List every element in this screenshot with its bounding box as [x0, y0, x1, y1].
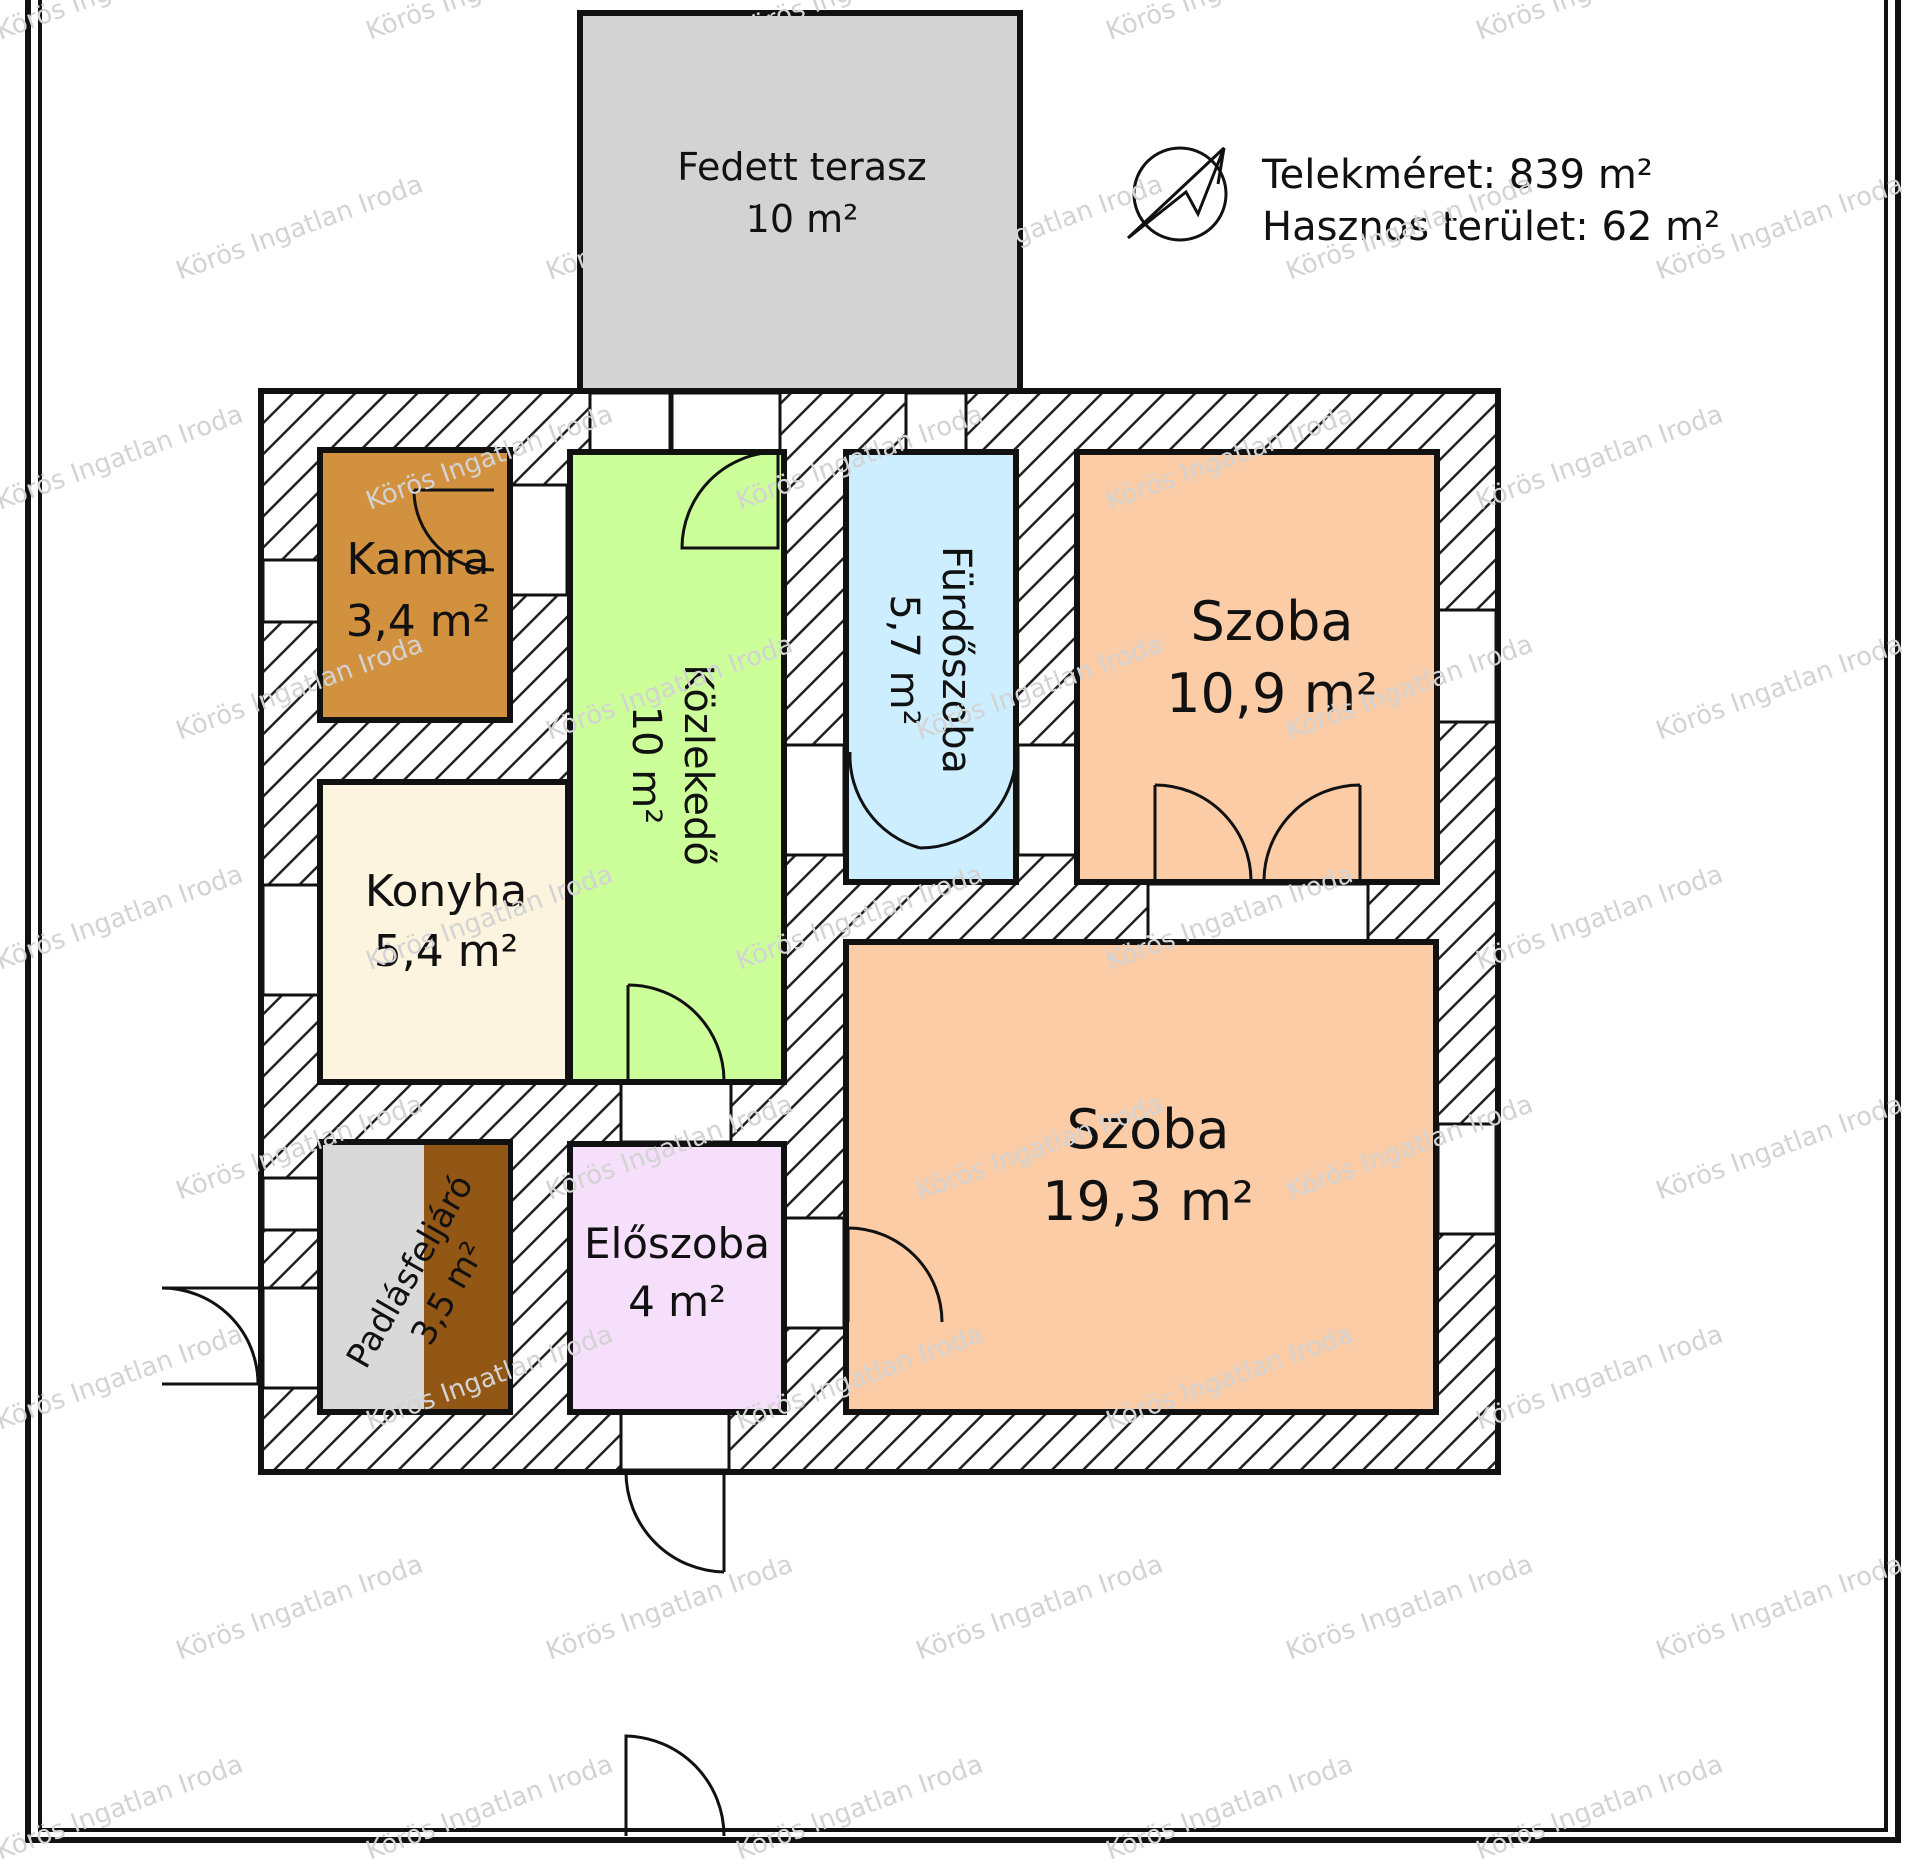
watermark-text: Körös Ingatlan Iroda — [1652, 1549, 1907, 1666]
room-kitchen: Konyha 5,4 m² — [317, 779, 571, 1085]
watermark-text: Körös Ingatlan Iroda — [732, 1749, 987, 1866]
watermark-text: Körös Ingatlan Iroda — [542, 1549, 797, 1666]
pantry-name: Kamra — [347, 534, 490, 585]
watermark-text: Körös Ingatlan Iroda — [1282, 1549, 1537, 1666]
plot-info: Telekméret: 839 m² Hasznos terület: 62 m… — [1261, 152, 1720, 250]
kitchen-area: 5,4 m² — [374, 926, 518, 977]
room-corridor: Közlekedő 10 m² — [567, 449, 787, 1085]
bathroom-area: 5,7 m² — [881, 594, 927, 725]
terrace-area: 10 m² — [746, 197, 859, 241]
bathroom-name: Fürdőszoba — [933, 546, 979, 774]
terrace-name: Fedett terasz — [677, 145, 926, 189]
watermark-text: Körös Ingatlan Iroda — [1652, 1089, 1907, 1206]
pantry-area: 3,4 m² — [346, 596, 490, 647]
wall-openings — [261, 391, 1498, 1472]
watermark-text: Körös Ingatlan Iroda — [1472, 1749, 1727, 1866]
hall-name: Előszoba — [584, 1219, 770, 1268]
room-large-name: Szoba — [1066, 1098, 1229, 1161]
watermark-text: Körös Ingatlan Iroda — [1652, 629, 1907, 746]
corridor-area: 10 m² — [623, 706, 669, 825]
room-attic-stairs: Padlásfeljáró 3,5 m² — [317, 1139, 513, 1415]
room-hall: Előszoba 4 m² — [567, 1141, 787, 1415]
watermark-text: Körös Ingatlan Iroda — [1102, 0, 1357, 47]
watermark-text: Körös Ingatlan Iroda — [1472, 399, 1727, 516]
watermark-text: Körös Ingatlan Iroda — [0, 859, 247, 976]
watermark-text: Körös Ingatlan Iroda — [1102, 1749, 1357, 1866]
watermark-text: Körös Ingatlan Iroda — [0, 0, 247, 47]
watermark-text: Körös Ingatlan Iroda — [1472, 1319, 1727, 1436]
room-small-area: 10,9 m² — [1166, 662, 1378, 725]
watermark-text: Körös Ingatlan Iroda — [0, 1749, 247, 1866]
watermark-text: Körös Ingatlan Iroda — [0, 1319, 247, 1436]
watermark-text: Körös Ingatlan Iroda — [172, 1549, 427, 1666]
kitchen-name: Konyha — [365, 866, 527, 917]
doors — [161, 450, 1362, 1837]
watermark-text: Körös Ingatlan Iroda — [1472, 0, 1727, 47]
corridor-name: Közlekedő — [675, 664, 721, 866]
watermark-text: Körös Ingatlan Iroda — [1472, 859, 1727, 976]
room-small: Szoba 10,9 m² — [1074, 449, 1440, 885]
hall-area: 4 m² — [628, 1277, 726, 1326]
plot-boundary — [25, 0, 1901, 1843]
watermark-text: Körös Ingatlan Iroda — [172, 169, 427, 286]
watermark-text: Körös Ingatlan Iroda — [0, 399, 247, 516]
room-small-name: Szoba — [1190, 590, 1353, 653]
usable-area-label: Hasznos terület: 62 m² — [1262, 204, 1720, 250]
room-large: Szoba 19,3 m² — [843, 939, 1439, 1415]
room-terrace: Fedett terasz 10 m² — [577, 10, 1023, 396]
compass-icon — [1126, 146, 1228, 242]
watermark-text: Körös Ingatlan Iroda — [362, 1749, 617, 1866]
room-bathroom: Fürdőszoba 5,7 m² — [843, 449, 1019, 885]
lot-size-label: Telekméret: 839 m² — [1261, 152, 1653, 198]
watermark-text: Körös Ingatlan Iroda — [912, 1549, 1167, 1666]
room-large-area: 19,3 m² — [1042, 1170, 1254, 1233]
